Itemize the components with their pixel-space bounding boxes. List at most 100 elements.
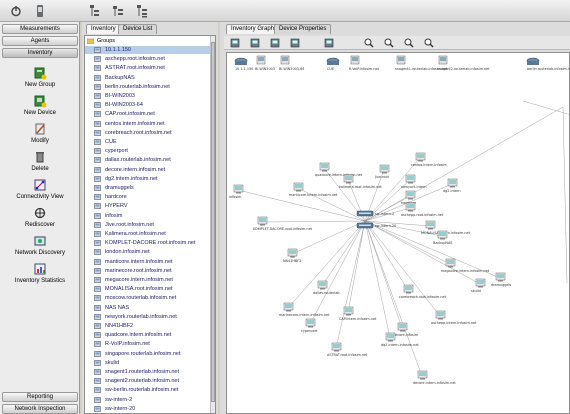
new-group-tool[interactable]: New Group (0, 66, 80, 88)
connect-icon[interactable] (324, 38, 334, 48)
tree-item[interactable]: sw-intern-2 (85, 396, 213, 404)
tree-item[interactable]: aschepp.root.infosim.net (85, 55, 213, 63)
inventory-statistics-tool[interactable]: Inventory Statistics (0, 262, 80, 284)
zoom-out-icon[interactable] (364, 38, 374, 48)
tab-device-list[interactable]: Device List (118, 24, 158, 34)
agents-header[interactable]: Agents (2, 36, 78, 46)
tree-item[interactable]: NAS NAS (85, 304, 213, 312)
tree-item[interactable]: megacore.intern.infosim.net (85, 276, 213, 284)
graph-node[interactable]: dallas.routerlab (313, 280, 340, 295)
tree-scrollbar[interactable] (210, 36, 215, 413)
tree-item[interactable]: CAP.root.infosim.net (85, 110, 213, 118)
tree-item[interactable]: KOMPLET-DACORE.root.infosim.net (85, 239, 213, 247)
tree-item[interactable]: skulid (85, 359, 213, 367)
graph-node[interactable]: centos.intern.infosim (411, 152, 447, 167)
tree-item[interactable]: dramuggels (85, 184, 213, 192)
graph-node[interactable]: infosim (229, 184, 244, 199)
tree-item[interactable]: BI-WIN2003 (85, 92, 213, 100)
graph-node[interactable]: manticore.intern.infosim.net (289, 182, 338, 197)
tree-item[interactable]: singapore.routerlab.infosim.net (85, 350, 213, 358)
tree-item[interactable]: cyperport (85, 147, 213, 155)
network-inspection-header[interactable]: Network Inspection (2, 404, 78, 414)
graph-node[interactable]: KOMPLET-DACORE.root.infosim.net (253, 216, 313, 231)
tree-item[interactable]: snagent2.routerlab.infosim.net (85, 377, 213, 385)
graph-node[interactable]: Jive.root (374, 164, 390, 179)
tree-item[interactable]: NN41HBF2 (85, 322, 213, 330)
graph-node[interactable]: kalimera.root.infosim.net (339, 174, 382, 189)
tree-item[interactable]: sw-intern-20 (85, 405, 213, 413)
tree-item[interactable]: decore.intern.infosim.net (85, 166, 213, 174)
network-discovery-tool[interactable]: Network Discovery (0, 234, 80, 256)
graph-node[interactable]: corebreach.root.infosim.net (399, 284, 447, 299)
zoom-in-icon[interactable] (384, 38, 394, 48)
graph-node[interactable]: marinecore.intern.infosim.net (279, 302, 330, 317)
tree-item[interactable]: Kalimera.root.infosim.net (85, 230, 213, 238)
measurements-header[interactable]: Measurements (2, 24, 78, 34)
graph-node[interactable]: R-VoIP.infosim.net (349, 55, 380, 71)
network-tree-icon[interactable] (110, 3, 126, 19)
tab-inventory[interactable]: Inventory (86, 24, 121, 34)
tree-item[interactable]: BackupNAS (85, 74, 213, 82)
graph-node[interactable]: newyork.intern (401, 174, 427, 189)
delete-tool[interactable]: Delete (0, 150, 80, 172)
tree-item[interactable]: quadcore.intern.infosim.net (85, 331, 213, 339)
graph-node[interactable]: aschepp.root.infosim.net (401, 202, 444, 217)
graph-node[interactable]: dg2.intern.infosim.net (381, 332, 419, 347)
new-device-tool[interactable]: New Device (0, 94, 80, 116)
edit-graph-icon[interactable] (250, 38, 260, 48)
power-icon[interactable] (8, 3, 24, 19)
tree-root-groups[interactable]: Groups (85, 37, 213, 45)
tree-scrollbar-thumb[interactable] (211, 42, 215, 402)
graph-node[interactable]: BI-WIN2003-64 (279, 55, 304, 71)
tree-item[interactable]: dg2.intern.infosim.net (85, 175, 213, 183)
graph-node[interactable]: decore.infosim (393, 322, 419, 337)
save-graph-icon[interactable] (230, 38, 240, 48)
graph-node[interactable]: snagent1.routerlab.infosim.net (395, 55, 448, 71)
modify-tool[interactable]: Modify (0, 122, 80, 144)
tree-item[interactable]: BI-WIN2003-64 (85, 101, 213, 109)
graph-node[interactable]: berlin.routerlab.infosim.net (526, 57, 570, 71)
tab-device-properties[interactable]: Device Properties (274, 24, 332, 34)
graph-node[interactable]: skulid (471, 278, 486, 293)
tree-item[interactable]: snagent1.routerlab.infosim.net (85, 368, 213, 376)
graph-node[interactable]: megacore.intern.infosim.net (441, 258, 490, 273)
tab-inventory-graph[interactable]: Inventory Graph (226, 24, 280, 34)
graph-node[interactable]: ASTRAT.root.infosim.net (327, 342, 368, 357)
graph-node[interactable]: CAP.intern.infosim.net (339, 306, 377, 321)
tree-item[interactable]: HYPERV (85, 202, 213, 210)
tree-item[interactable]: marinecore.root.infosim.net (85, 267, 213, 275)
server-tree-icon[interactable] (86, 3, 102, 19)
graph-node[interactable]: CUE (326, 57, 340, 71)
tree-item[interactable]: corebreach.root.infosim.net (85, 129, 213, 137)
graph-node[interactable]: cyperport (301, 318, 318, 333)
layout-icon[interactable] (290, 38, 300, 48)
tree-item[interactable]: hardcore (85, 193, 213, 201)
zoom-fit-icon[interactable] (404, 38, 414, 48)
tree-item[interactable]: manticore.intern.infosim.net (85, 258, 213, 266)
inventory-header[interactable]: Inventory (2, 48, 78, 58)
reporting-header[interactable]: Reporting (2, 392, 78, 402)
tree-item[interactable]: R-VoIP.infosim.net (85, 340, 213, 348)
graph-node[interactable]: NN41HBF2 (283, 248, 301, 263)
graph-node[interactable]: snagent2.routerlab.infosim.net (437, 55, 490, 71)
export-graph-icon[interactable] (270, 38, 280, 48)
tree-item[interactable]: ASTRAT.root.infosim.net (85, 64, 213, 72)
graph-node[interactable]: decore.intern.infosim.net (413, 370, 456, 385)
graph-node[interactable]: BI-WIN2003 (255, 55, 275, 71)
graph-node[interactable]: dramuggels (491, 272, 511, 287)
tree-item[interactable]: newyork.routerlab.infosim.net (85, 313, 213, 321)
rediscover-tool[interactable]: Rediscover (0, 206, 80, 228)
tree-item[interactable]: sw-berlin.routerlab.infosim.net (85, 386, 213, 394)
tree-item[interactable]: CUE (85, 138, 213, 146)
zoom-reset-icon[interactable] (424, 38, 434, 48)
graph-node[interactable]: dg2.intern (443, 178, 461, 193)
tree-item[interactable]: centos.intern.infosim.net (85, 120, 213, 128)
tree-item[interactable]: Jive.root.infosim.net (85, 221, 213, 229)
connectivity-view-tool[interactable]: Connectivity View (0, 178, 80, 200)
hierarchy-icon[interactable] (134, 3, 150, 19)
hub-switch[interactable]: sw-intern-20 (356, 222, 396, 229)
tree-item[interactable]: 10.1.1.150 (85, 46, 213, 54)
tree-item[interactable]: london.infosim.net (85, 248, 213, 256)
tree-item[interactable]: dallas.routerlab.infosim.net (85, 156, 213, 164)
